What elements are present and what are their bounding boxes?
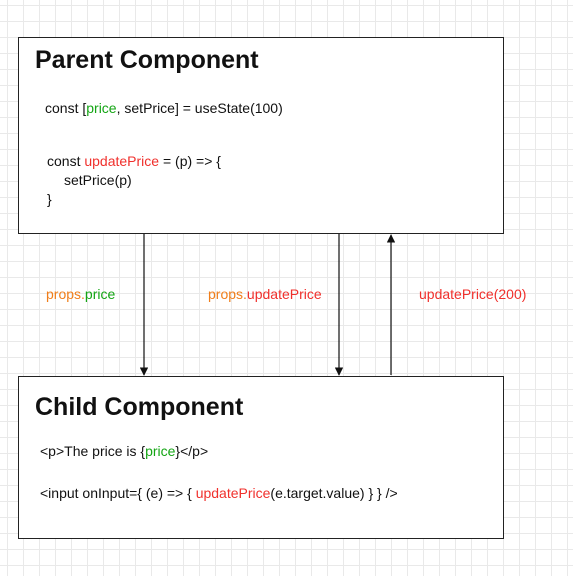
- fn-decl-prefix: const: [47, 153, 85, 169]
- use-state-prefix: const [: [45, 100, 87, 116]
- state-var-price: price: [86, 100, 117, 116]
- label-props-price: props.price: [46, 286, 115, 302]
- p-prefix: <p>The price is {: [40, 443, 146, 459]
- label-props-update-price: props.updatePrice: [208, 286, 322, 302]
- child-title: Child Component: [35, 393, 244, 421]
- input-prefix: <input onInput={ (e) => {: [40, 485, 196, 501]
- fn-name-update-price: updatePrice: [84, 153, 160, 169]
- input-update-price-fn: updatePrice: [195, 485, 271, 501]
- label-update-price-callback: updatePrice(200): [419, 286, 527, 302]
- update-price-decl-line: const updatePrice = (p) => {: [47, 152, 221, 170]
- label-props-price-prefix: props.: [46, 286, 85, 302]
- input-suffix: (e.target.value) } } />: [270, 485, 398, 501]
- p-price-var: price: [145, 443, 176, 459]
- p-suffix: }</p>: [175, 443, 209, 459]
- fn-body-line: setPrice(p): [64, 172, 132, 188]
- p-element-line: <p>The price is {price}</p>: [40, 442, 208, 460]
- use-state-line: const [price, setPrice] = useState(100): [45, 99, 283, 117]
- parent-title: Parent Component: [35, 46, 259, 74]
- label-props-update-prefix: props.: [208, 286, 247, 302]
- label-props-price-name: price: [84, 286, 116, 302]
- input-element-line: <input onInput={ (e) => { updatePrice(e.…: [40, 484, 398, 502]
- use-state-suffix: , setPrice] = useState(100): [116, 100, 283, 116]
- fn-decl-suffix: = (p) => {: [159, 153, 221, 169]
- fn-close-line: }: [47, 191, 52, 207]
- child-component-box: Child Component <p>The price is {price}<…: [18, 376, 504, 539]
- label-props-update-name: updatePrice: [246, 286, 322, 302]
- parent-component-box: Parent Component const [price, setPrice]…: [18, 37, 504, 234]
